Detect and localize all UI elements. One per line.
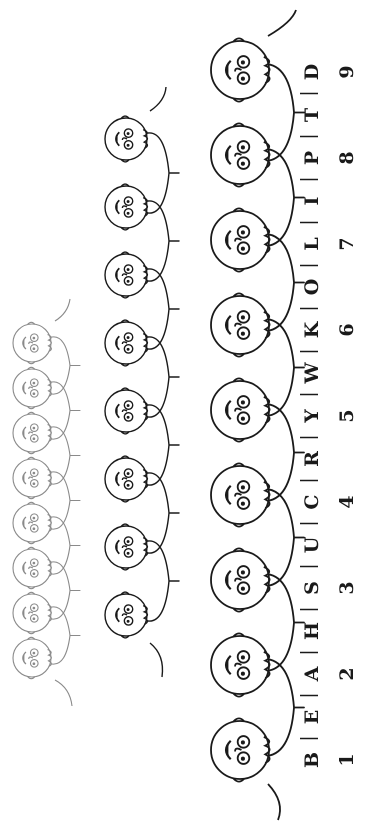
smiling-face-icon bbox=[13, 457, 51, 498]
number-label: 4 bbox=[336, 495, 358, 508]
smiling-face-icon bbox=[13, 412, 51, 453]
back-row bbox=[13, 299, 80, 706]
smiling-face-icon bbox=[105, 184, 147, 230]
number-label: 5 bbox=[336, 409, 358, 422]
smiling-face-icon bbox=[105, 116, 147, 162]
smiling-face-icon bbox=[105, 456, 147, 502]
number-label: 7 bbox=[336, 237, 358, 250]
letter-label: Y bbox=[301, 409, 323, 424]
number-label: 2 bbox=[336, 667, 358, 680]
letter-label: P bbox=[301, 151, 323, 165]
number-label: 1 bbox=[336, 753, 358, 766]
smiling-face-icon bbox=[13, 547, 51, 588]
smiling-face-icon bbox=[211, 378, 270, 441]
number-label: 6 bbox=[336, 323, 358, 336]
smiling-face-icon bbox=[211, 463, 270, 526]
letter-label: S bbox=[301, 581, 323, 595]
smiling-face-icon bbox=[211, 293, 270, 356]
number-label: 8 bbox=[336, 151, 358, 164]
smiling-face-icon bbox=[211, 548, 270, 611]
smiling-face-icon bbox=[13, 637, 51, 678]
letter-label: T bbox=[301, 108, 323, 122]
letter-label: W bbox=[301, 362, 323, 385]
letter-label: L bbox=[301, 237, 323, 250]
smiling-face-icon bbox=[13, 592, 51, 633]
smiling-face-icon bbox=[13, 367, 51, 408]
letter-label: E bbox=[301, 710, 323, 724]
smiling-face-icon bbox=[105, 388, 147, 434]
letter-label: D bbox=[301, 64, 323, 80]
number-label: 9 bbox=[336, 65, 358, 78]
letter-label: U bbox=[301, 536, 323, 553]
smiling-face-icon bbox=[211, 633, 270, 696]
middle-row-bodies bbox=[148, 133, 179, 621]
smiling-face-icon bbox=[211, 718, 270, 781]
letter-label: I bbox=[301, 196, 323, 205]
front-row bbox=[211, 10, 304, 820]
back-row-bodies bbox=[52, 337, 80, 664]
letter-label: B bbox=[301, 752, 323, 768]
letter-label: K bbox=[301, 320, 323, 338]
letter-and-number-labels: B E A H S U C R Y W K O L I P T D 1 2 3 4 5 6 7 8 9 bbox=[300, 64, 358, 768]
middle-row bbox=[105, 87, 179, 677]
smiling-face-icon bbox=[211, 38, 270, 101]
letter-label: C bbox=[301, 494, 323, 509]
smiling-face-icon bbox=[105, 320, 147, 366]
letter-label: H bbox=[301, 622, 323, 640]
smiling-face-icon bbox=[105, 252, 147, 298]
smiling-face-icon bbox=[211, 123, 270, 186]
smiling-face-icon bbox=[211, 208, 270, 271]
smiling-face-icon bbox=[105, 524, 147, 570]
smiling-face-icon bbox=[105, 592, 147, 638]
letter-label: R bbox=[301, 451, 323, 467]
smiling-face-icon bbox=[13, 322, 51, 363]
letter-label: O bbox=[301, 279, 323, 296]
smiling-face-icon bbox=[13, 502, 51, 543]
number-label: 3 bbox=[336, 581, 358, 594]
letter-label: A bbox=[301, 666, 323, 682]
